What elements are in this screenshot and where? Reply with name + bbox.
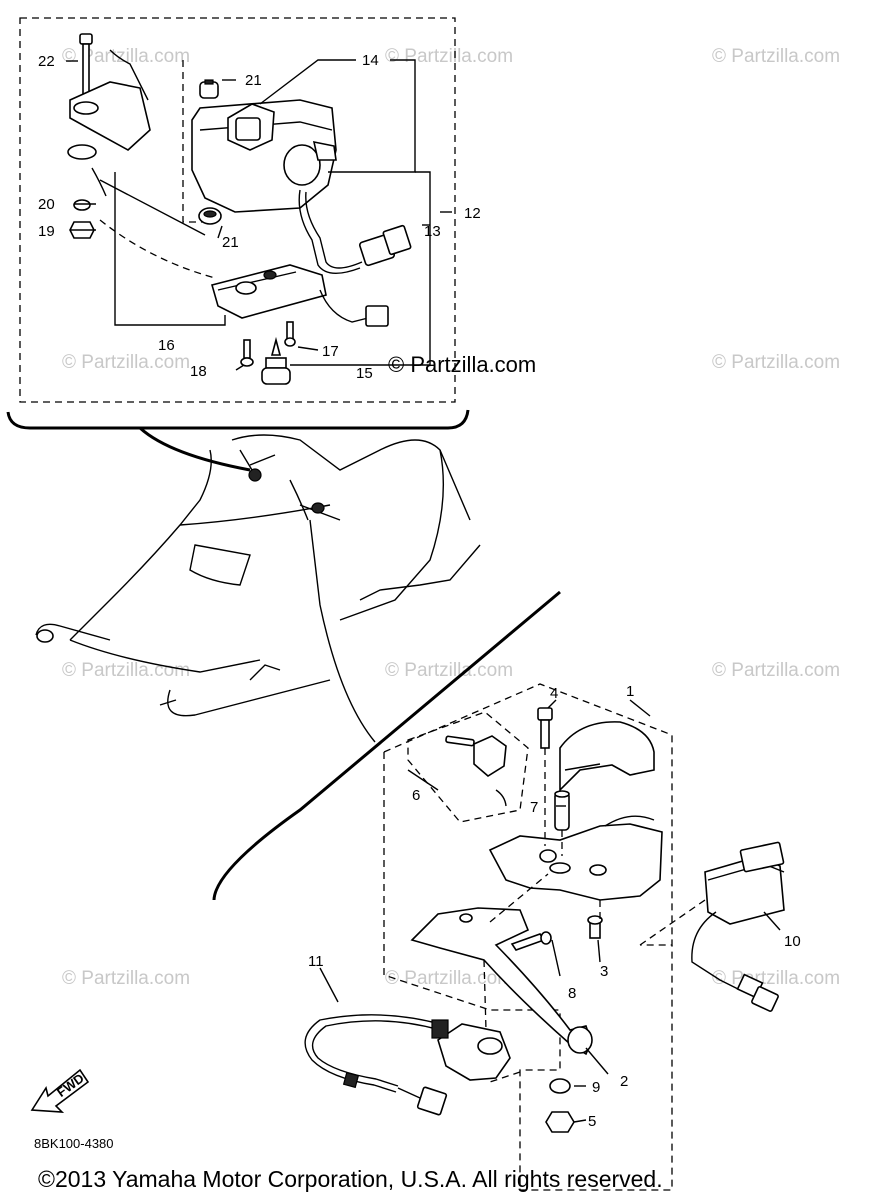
watermark: © Partzilla.com: [385, 968, 513, 989]
watermark: © Partzilla.com: [712, 352, 840, 373]
assembly-1-border: [383, 683, 673, 946]
switch-body-14: [191, 99, 412, 274]
callout-10: 10: [784, 933, 801, 950]
callout-9: 9: [592, 1079, 600, 1096]
callout-17: 17: [322, 343, 339, 360]
watermark: © Partzilla.com: [385, 660, 513, 681]
watermark: © Partzilla.com: [62, 352, 190, 373]
inset-frame: [6, 409, 470, 430]
cable-11: [304, 1014, 511, 1116]
screw-3: [587, 915, 603, 939]
washer-9: [549, 1078, 571, 1094]
lever-bracket: [488, 815, 663, 901]
lever-cap: [559, 721, 655, 792]
inset-leader: [138, 426, 251, 472]
callout-3: 3: [600, 963, 608, 980]
cover-6: [445, 735, 507, 807]
callout-18: 18: [190, 363, 207, 380]
nut-5: [545, 1111, 575, 1133]
callout-21: 21: [245, 72, 262, 89]
watermarks: © Partzilla.com © Partzilla.com © Partzi…: [62, 46, 840, 989]
upper-inset: 22 21 14 20 19 21 13 12 16 17 18 15: [6, 17, 481, 472]
screw-18: [240, 339, 254, 367]
washer-20: [73, 199, 91, 211]
lower-inset-frame: [212, 590, 561, 901]
fwd-arrow-icon: FWD: [30, 1068, 90, 1113]
callout-20: 20: [38, 196, 55, 213]
grommet-21-top: [199, 79, 219, 99]
callout-13: 13: [424, 223, 441, 240]
watermark: © Partzilla.com: [62, 660, 190, 681]
grommet-21-bottom: [198, 207, 222, 225]
inset-dashed-border: [19, 17, 456, 403]
switch-10: [691, 841, 785, 1012]
callout-4: 4: [550, 685, 558, 702]
watermark: © Partzilla.com: [712, 46, 840, 67]
drawing-code: 8BK100-4380: [34, 1136, 114, 1151]
screw-17: [284, 321, 296, 347]
callout-12: 12: [464, 205, 481, 222]
callout-22: 22: [38, 53, 55, 70]
lower-inset: 1 4 6 7 10 3 8 11 2 9 5: [212, 590, 801, 1191]
watermark: © Partzilla.com: [62, 46, 190, 67]
watermark: © Partzilla.com: [712, 660, 840, 681]
screw-8: [510, 931, 552, 951]
brake-lever-2: [410, 907, 593, 1056]
callout-1: 1: [626, 683, 634, 700]
pin-7: [554, 790, 570, 831]
callout-7: 7: [530, 799, 538, 816]
bolt-4: [537, 707, 553, 749]
watermark: © Partzilla.com: [385, 46, 513, 67]
snowmobile-outline: [35, 434, 481, 743]
callout-14: 14: [362, 52, 379, 69]
callout-2: 2: [620, 1073, 628, 1090]
callout-8: 8: [568, 985, 576, 1002]
callout-21: 21: [222, 234, 239, 251]
callout-19: 19: [38, 223, 55, 240]
bracket: [67, 49, 151, 197]
watermark: © Partzilla.com: [62, 968, 190, 989]
lower-housing-16: [211, 264, 389, 327]
screw-15: [261, 336, 291, 385]
callout-6: 6: [412, 787, 420, 804]
copyright-notice: ©2013 Yamaha Motor Corporation, U.S.A. A…: [38, 1166, 663, 1192]
callout-15: 15: [356, 365, 373, 382]
callout-5: 5: [588, 1113, 596, 1130]
callout-16: 16: [158, 337, 175, 354]
cover-6-border: [407, 711, 529, 823]
callout-11: 11: [308, 953, 324, 970]
